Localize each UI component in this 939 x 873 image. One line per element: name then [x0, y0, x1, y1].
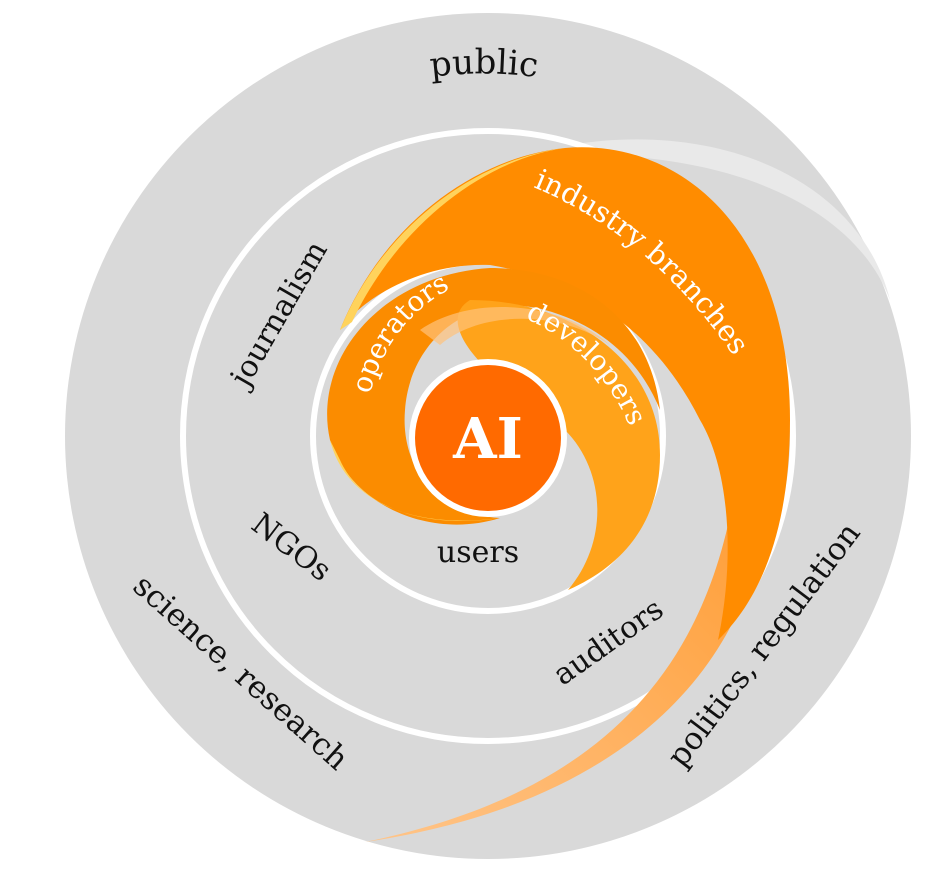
middle-ring — [180, 128, 796, 744]
ai-label: AI — [452, 406, 523, 472]
users-label: users — [437, 535, 519, 570]
ai-core — [415, 365, 561, 511]
industry-band — [340, 147, 790, 641]
public-label: public — [428, 42, 541, 85]
developers-highlight — [420, 307, 610, 345]
light-swirl-tail — [570, 139, 890, 300]
outer-swirl-tail — [365, 450, 771, 842]
operators-band — [327, 268, 660, 525]
